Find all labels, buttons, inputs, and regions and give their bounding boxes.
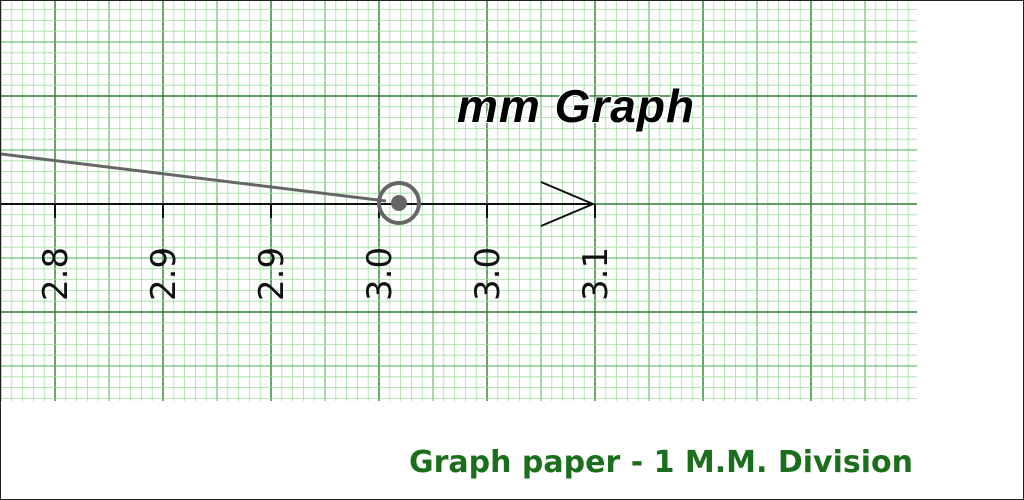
graph-caption: Graph paper - 1 M.M. Division [408,445,913,480]
axis-tick-label: 3.0 [468,247,508,301]
cursor-ring[interactable] [377,181,421,225]
axis-ticks: 2.8 2.9 2.9 3.0 3.0 3.1 [36,204,616,301]
axis-tick-label: 2.8 [36,247,76,301]
axis-tick-label: 3.1 [576,247,616,301]
trace-line[interactable] [1,152,387,203]
axis-tick-label: 2.9 [144,247,184,301]
grid-lines [1,1,917,401]
arrowhead-icon [540,181,596,227]
axis-tick-label: 3.0 [360,247,400,301]
graph-paper-canvas[interactable]: 2.8 2.9 2.9 3.0 3.0 3.1 mm Graph [1,1,917,401]
axis-tick-label: 2.9 [252,247,292,301]
cursor-dot[interactable] [391,195,407,211]
target-circle-icon[interactable] [377,181,421,225]
app-title: mm Graph [457,80,696,132]
graph-svg[interactable]: 2.8 2.9 2.9 3.0 3.0 3.1 [1,1,917,401]
